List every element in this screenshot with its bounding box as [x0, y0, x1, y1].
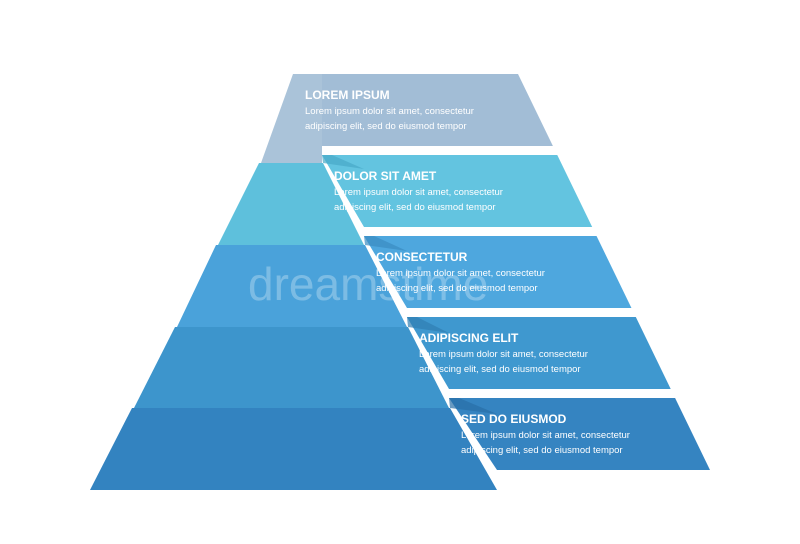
layer-text-line1: Lorem ipsum dolor sit amet, consectetur — [419, 349, 588, 360]
layer-text-line1: Lorem ipsum dolor sit amet, consectetur — [305, 106, 474, 117]
layer-shadow — [449, 398, 497, 414]
pyramid-layer: ADIPISCING ELIT Lorem ipsum dolor sit ame… — [134, 317, 671, 408]
layer-title: SED DO EIUSMOD — [461, 412, 567, 426]
layer-text-line2: adipiscing elit, sed do eiusmod tempor — [334, 202, 496, 213]
pyramid-layer: CONSECTETUR Lorem ipsum dolor sit amet, c… — [177, 236, 632, 327]
layer-text-line2: adipiscing elit, sed do eiusmod tempor — [376, 283, 538, 294]
pyramid-layer: DOLOR SIT AMET Lorem ipsum dolor sit amet… — [218, 155, 593, 245]
layer-text-line1: Lorem ipsum dolor sit amet, consectetur — [376, 268, 545, 279]
layer-text-line1: Lorem ipsum dolor sit amet, consectetur — [334, 187, 503, 198]
layer-title: LOREM IPSUM — [305, 88, 390, 102]
layer-shadow — [364, 236, 407, 251]
layer-shadow — [407, 317, 449, 333]
layer-front — [134, 327, 449, 408]
pyramid-layer: SED DO EIUSMOD Lorem ipsum dolor sit amet… — [90, 398, 710, 490]
layer-panel — [449, 398, 710, 470]
layer-panel — [322, 155, 593, 227]
layer-panel — [293, 74, 553, 146]
watermark-text: dreamstime — [248, 258, 488, 310]
pyramid-layer: LOREM IPSUM Lorem ipsum dolor sit amet, c… — [261, 74, 553, 163]
layer-text-line2: adipiscing elit, sed do eiusmod tempor — [461, 445, 623, 456]
layer-panel — [364, 236, 632, 308]
layer-title: DOLOR SIT AMET — [334, 169, 437, 183]
layer-title: ADIPISCING ELIT — [419, 331, 519, 345]
layer-text-line1: Lorem ipsum dolor sit amet, consectetur — [461, 430, 630, 441]
layer-panel — [407, 317, 671, 389]
layer-front — [90, 408, 497, 490]
layer-title: CONSECTETUR — [376, 250, 468, 264]
layer-front — [261, 74, 322, 163]
pyramid-layers: LOREM IPSUM Lorem ipsum dolor sit amet, c… — [90, 74, 710, 490]
layer-shadow — [322, 155, 364, 169]
layer-front — [177, 245, 407, 327]
layer-text-line2: adipiscing elit, sed do eiusmod tempor — [305, 121, 467, 132]
layer-text-line2: adipiscing elit, sed do eiusmod tempor — [419, 364, 581, 375]
layer-front — [218, 163, 364, 245]
